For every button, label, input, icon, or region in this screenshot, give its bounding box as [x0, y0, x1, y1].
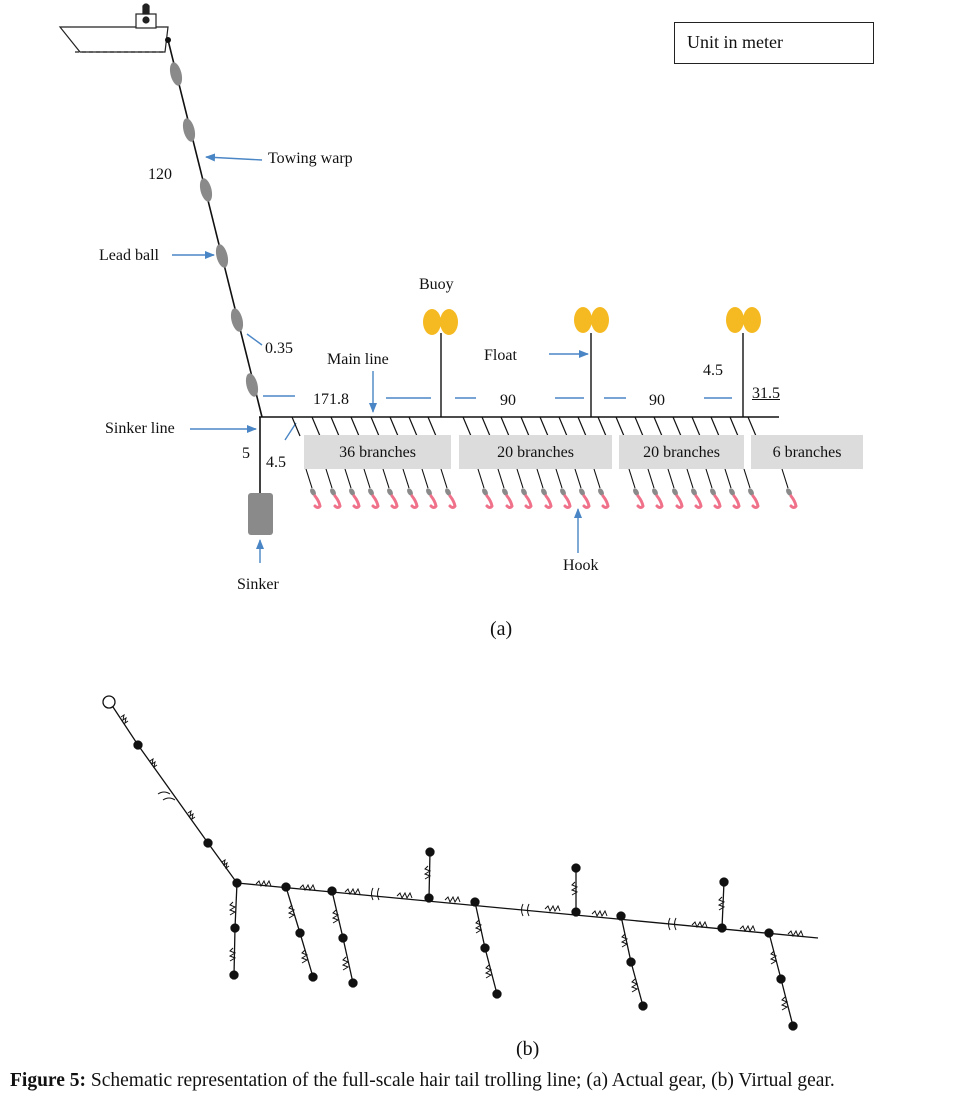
towing-warp-label: Towing warp [268, 150, 353, 167]
buoy-label: Buoy [419, 276, 454, 293]
spring-marks [120, 713, 804, 1011]
segment-length-4: 31.5 [752, 385, 780, 402]
branch-line-2 [311, 416, 321, 437]
hook-15 [593, 468, 610, 509]
hook-4 [363, 468, 380, 509]
hook-1 [305, 468, 322, 509]
branch-line-6 [389, 416, 399, 437]
branch-group-4: 6 branches [751, 435, 863, 469]
branch-line-7 [408, 416, 418, 437]
hook-23 [781, 468, 798, 509]
unit-label: Unit in meter [687, 32, 783, 52]
hook-18 [667, 468, 684, 509]
subcaption-b: (b) [516, 1038, 540, 1060]
caption-text: Schematic representation of the full-sca… [86, 1070, 835, 1091]
float-line-length-label: 4.5 [703, 362, 723, 379]
hook-9 [477, 468, 494, 509]
sinker-label: Sinker [237, 576, 279, 593]
branch-line-8 [427, 416, 437, 437]
hook-17 [647, 468, 664, 509]
towing-warp [167, 39, 263, 418]
hook-12 [536, 468, 553, 509]
branch-line-12 [520, 416, 530, 437]
hook-8 [440, 468, 457, 509]
branch-line-20 [672, 416, 682, 437]
branch-line-5 [370, 416, 380, 437]
branch-line-18 [634, 416, 644, 437]
sinker-weight [248, 493, 273, 535]
float-label: Float [484, 347, 517, 364]
caption-label: Figure 5: [10, 1070, 87, 1091]
unit-label-box: Unit in meter [674, 22, 874, 64]
hook-3 [344, 468, 361, 509]
warp-length-label: 120 [148, 166, 172, 183]
hook-7 [421, 468, 438, 509]
branch-line-17 [615, 416, 625, 437]
hook-16 [628, 468, 645, 509]
branch-line-4 [350, 416, 360, 437]
main-line-label: Main line [327, 351, 389, 368]
hook-22 [743, 468, 760, 509]
hook-2 [325, 468, 342, 509]
hook-label: Hook [563, 557, 599, 574]
branch-line-24 [747, 416, 757, 437]
branch-group-1: 36 branches [304, 435, 451, 469]
annotation-arrows [172, 153, 732, 563]
sinker-line-length-label: 5 [242, 445, 250, 462]
panel-b [102, 695, 819, 1031]
branch-line-3 [330, 416, 340, 437]
buoys [423, 307, 761, 417]
panel-a [58, 3, 798, 563]
subcaption-a: (a) [490, 618, 513, 640]
hook-11 [516, 468, 533, 509]
hook-19 [686, 468, 703, 509]
branch-lines [291, 416, 757, 437]
break-marks [157, 791, 677, 931]
lead-spacing-label: 0.35 [265, 340, 293, 357]
segment-length-2: 90 [500, 392, 516, 409]
lead-balls [169, 62, 259, 397]
branch-line-1 [291, 416, 301, 437]
branch-line-15 [577, 416, 587, 437]
branch-line-16 [597, 416, 607, 437]
hook-6 [402, 468, 419, 509]
segment-length-3: 90 [649, 392, 665, 409]
branch-group-2: 20 branches [459, 435, 612, 469]
sinker-line-label: Sinker line [105, 420, 175, 437]
segment-length-1: 171.8 [313, 391, 349, 408]
branch-line-14 [558, 416, 568, 437]
figure-caption: Figure 5: Schematic representation of th… [10, 1070, 835, 1092]
boat-icon [58, 3, 169, 53]
branch-line-13 [539, 416, 549, 437]
hook-21 [724, 468, 741, 509]
branch-line-22 [710, 416, 720, 437]
branch-length-label: 4.5 [266, 454, 286, 471]
branch-group-3: 20 branches [619, 435, 744, 469]
branch-line-9 [462, 416, 472, 437]
branch-line-11 [500, 416, 510, 437]
branch-line-19 [653, 416, 663, 437]
branch-line-10 [481, 416, 491, 437]
branch-line-21 [691, 416, 701, 437]
hook-13 [555, 468, 572, 509]
hook-20 [705, 468, 722, 509]
hook-14 [574, 468, 591, 509]
hook-5 [382, 468, 399, 509]
lead-ball-label: Lead ball [99, 247, 159, 264]
hooks [305, 468, 798, 509]
branch-line-23 [729, 416, 739, 437]
hook-10 [497, 468, 514, 509]
